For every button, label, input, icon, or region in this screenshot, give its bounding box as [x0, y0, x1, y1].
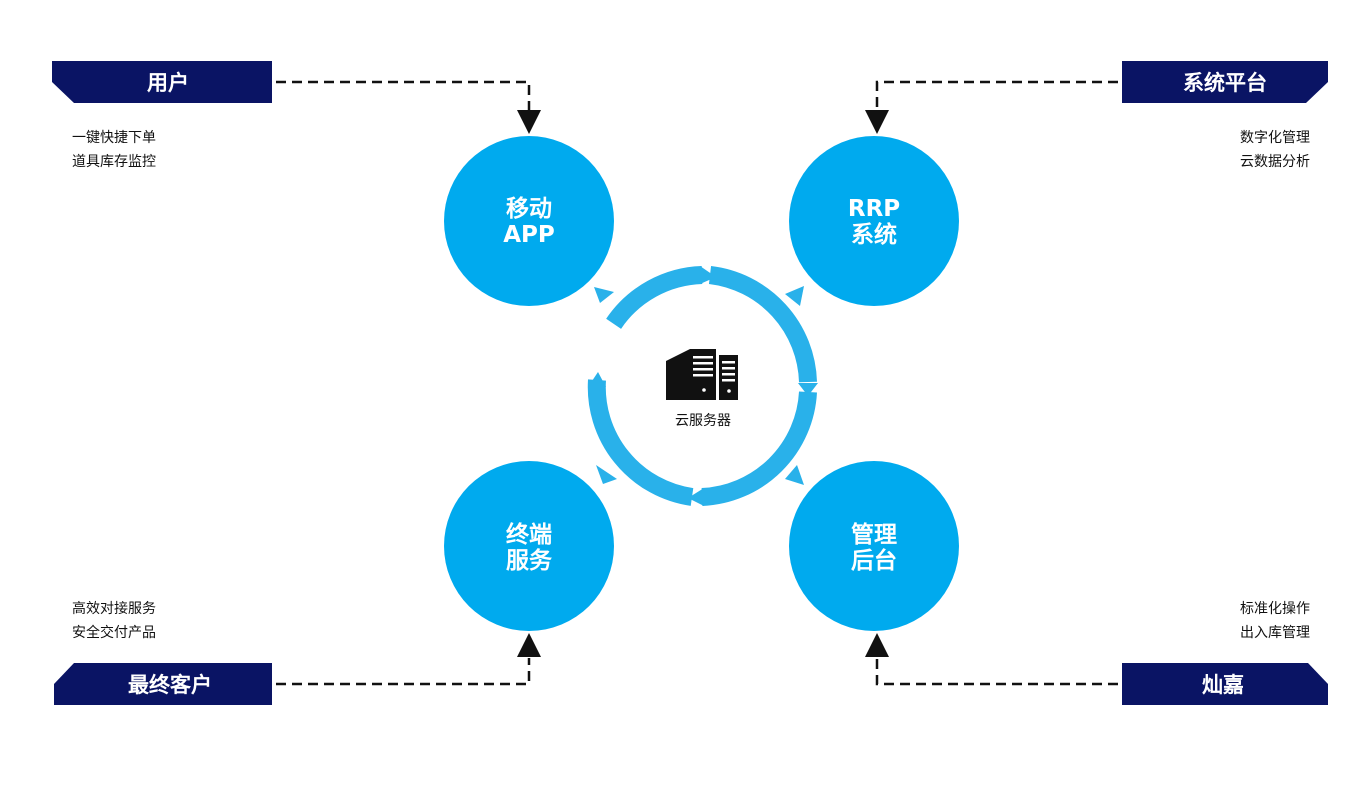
corner-arrow-icon	[594, 287, 614, 303]
circle-admin-backend-line1: 管理	[851, 521, 897, 548]
circle-admin-backend-shape	[789, 461, 959, 631]
cycle-arc-left	[587, 379, 694, 506]
circle-mobile-app-shape	[444, 136, 614, 306]
arrow-up-icon	[517, 633, 541, 657]
tag-end-customer-shape	[54, 663, 272, 705]
circle-terminal-service: 终端 服务	[444, 461, 614, 631]
tag-user: 用户	[52, 61, 272, 103]
server-building-icon	[666, 349, 738, 400]
description-line: 一键快捷下单	[72, 130, 156, 146]
circle-terminal-service-shape	[444, 461, 614, 631]
tag-canjia-shape	[1122, 663, 1328, 705]
corner-arrow-icon	[785, 286, 804, 306]
corner-arrow-icon	[785, 465, 804, 485]
tag-user-shape	[52, 61, 272, 103]
cycle-arrow-icon	[700, 266, 716, 284]
platform-description: 数字化管理 云数据分析	[1240, 126, 1310, 174]
description-line: 云数据分析	[1240, 154, 1310, 170]
connector-canjia-to-admin	[875, 658, 1118, 686]
description-line: 高效对接服务	[72, 601, 156, 617]
tag-end-customer: 最终客户	[54, 663, 272, 705]
tag-user-label: 用户	[147, 71, 189, 95]
customer-description: 高效对接服务 安全交付产品	[72, 597, 156, 645]
arrow-down-icon	[865, 110, 889, 134]
cycle-arc-top	[606, 266, 703, 330]
description-line: 出入库管理	[1240, 625, 1310, 641]
connector-platform-to-rrp	[875, 80, 1118, 110]
circle-rrp-system: RRP 系统	[789, 136, 959, 306]
circle-rrp-system-line2: 系统	[851, 221, 897, 248]
cycle-ring	[587, 266, 817, 506]
circle-mobile-app: 移动 APP	[444, 136, 614, 306]
cycle-arrow-icon	[688, 488, 704, 506]
circle-terminal-service-line2: 服务	[506, 548, 553, 574]
cycle-arc-right-bottom	[701, 391, 817, 506]
arrow-down-icon	[517, 110, 541, 134]
circle-admin-backend: 管理 后台	[789, 461, 959, 631]
circle-admin-backend-line2: 后台	[851, 547, 897, 574]
description-line: 安全交付产品	[72, 625, 156, 641]
cycle-arrow-icon	[588, 372, 606, 387]
cycle-arc-right-top	[708, 266, 817, 383]
cycle-arrow-icon	[798, 383, 818, 396]
tag-canjia: 灿嘉	[1122, 663, 1328, 705]
circle-mobile-app-line1: 移动	[506, 196, 552, 222]
circle-mobile-app-line2: APP	[503, 222, 555, 248]
arrow-up-icon	[865, 633, 889, 657]
connector-customer-to-terminal	[276, 658, 531, 686]
corner-arrow-icon	[596, 465, 617, 484]
circle-terminal-service-line1: 终端	[506, 521, 552, 548]
description-line: 标准化操作	[1240, 601, 1310, 617]
description-line: 道具库存监控	[72, 154, 156, 170]
tag-system-platform-shape	[1122, 61, 1328, 103]
circle-rrp-system-shape	[789, 136, 959, 306]
description-line: 数字化管理	[1240, 130, 1310, 146]
canjia-description: 标准化操作 出入库管理	[1240, 597, 1310, 645]
tag-system-platform: 系统平台	[1122, 61, 1328, 103]
circle-rrp-system-line1: RRP	[848, 196, 900, 222]
tag-canjia-label: 灿嘉	[1202, 673, 1244, 697]
tag-system-platform-label: 系统平台	[1183, 71, 1267, 95]
user-description: 一键快捷下单 道具库存监控	[72, 126, 156, 174]
tag-end-customer-label: 最终客户	[128, 673, 212, 697]
server-label: 云服务器	[675, 413, 731, 429]
connector-user-to-app	[276, 80, 531, 110]
